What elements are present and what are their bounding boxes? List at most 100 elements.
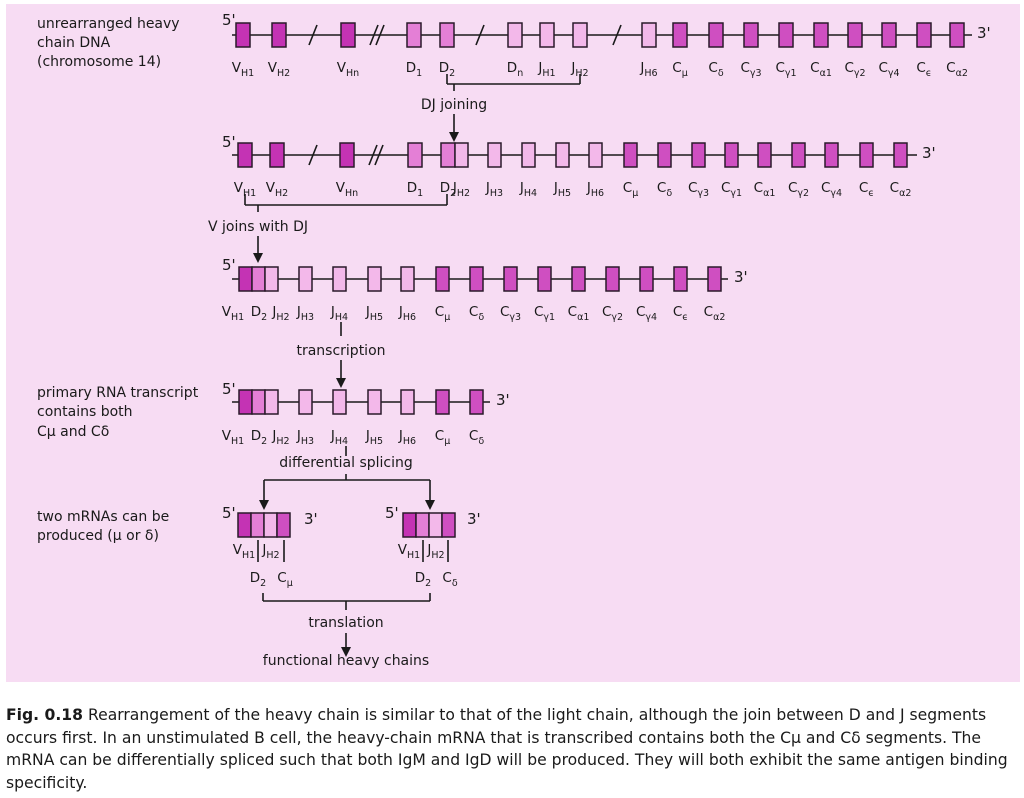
label-row4-j: JH2 <box>271 428 289 447</box>
step-label-functional-heavy-chains: functional heavy chains <box>263 653 429 669</box>
three-prime-label: 3' <box>467 510 481 528</box>
label-row3-11: Cϵ <box>673 304 688 323</box>
segment-row1-11 <box>743 22 759 48</box>
five-prime-label: 5' <box>222 256 236 274</box>
segment-row2-4 <box>440 142 456 168</box>
label-row1-14: Cγ2 <box>844 60 865 79</box>
segment-row1-0 <box>235 22 251 48</box>
segment-row1-5 <box>507 22 523 48</box>
label-row2-8: JH5 <box>553 180 571 199</box>
label-row1-8: JH6 <box>639 60 657 79</box>
segment-row2-8 <box>555 142 570 168</box>
label-row2-10: Cμ <box>623 180 638 199</box>
gap-slash-row2-b <box>374 144 384 166</box>
segment-row2-1 <box>269 142 285 168</box>
segment-row3-6 <box>503 266 518 292</box>
segment-row1-12 <box>778 22 794 48</box>
segment-mu-c <box>276 512 291 538</box>
segment-row2-16 <box>824 142 839 168</box>
label-row2-4: D2 <box>440 180 456 199</box>
segment-row2-13 <box>724 142 739 168</box>
segment-mu-v <box>237 512 252 538</box>
label-row1-9: Cμ <box>672 60 687 79</box>
segment-row2-11 <box>657 142 672 168</box>
segment-row1-8 <box>641 22 657 48</box>
label-row2-16: Cγ4 <box>821 180 842 199</box>
three-prime-label: 3' <box>304 510 318 528</box>
segment-delta-c <box>441 512 456 538</box>
label-row2-15: Cγ2 <box>788 180 809 199</box>
label-row1-3: D1 <box>406 60 422 79</box>
segment-row4-1 <box>332 389 347 415</box>
label-row4-0: JH3 <box>296 428 314 447</box>
label-row1-7: JH2 <box>570 60 588 79</box>
label-row4-5: Cδ <box>469 428 484 447</box>
label-row1-16: Cϵ <box>916 60 931 79</box>
segment-row3-4 <box>435 266 450 292</box>
segment-row3-3 <box>400 266 415 292</box>
label-row2-9: JH6 <box>586 180 604 199</box>
segment-row2-17 <box>859 142 874 168</box>
diagram-panel <box>6 4 1020 682</box>
label-row2-14: Cα1 <box>754 180 776 199</box>
stage-label-unrearranged-2: chain DNA <box>37 35 111 51</box>
segment-row4-2 <box>367 389 382 415</box>
label-row1-1: VH2 <box>268 60 290 79</box>
segment-row3-12 <box>707 266 722 292</box>
segment-row3-v <box>238 266 253 292</box>
label-row3-9: Cγ2 <box>602 304 623 323</box>
label-row1-11: Cγ3 <box>740 60 761 79</box>
segment-row4-3 <box>400 389 415 415</box>
segment-row3-1 <box>332 266 347 292</box>
segment-row1-14 <box>847 22 863 48</box>
segment-row2-15 <box>791 142 806 168</box>
label-row1-17: Cα2 <box>946 60 968 79</box>
label-row3-2: JH5 <box>365 304 383 323</box>
label-row3-d: D2 <box>251 304 267 323</box>
label-row2-17: Cϵ <box>859 180 874 199</box>
segment-row1-9 <box>672 22 688 48</box>
stage-label-primary-2: contains both <box>37 404 133 420</box>
segment-row2-14 <box>757 142 772 168</box>
stage-label-primary-3: Cμ and Cδ <box>37 424 109 440</box>
label-row1-13: Cα1 <box>810 60 832 79</box>
step-label-translation: translation <box>308 615 383 631</box>
figure-caption: Fig. 0.18 Rearrangement of the heavy cha… <box>6 704 1018 794</box>
label-row2-6: JH3 <box>485 180 503 199</box>
segment-row1-13 <box>813 22 829 48</box>
gap-slash-row1-b <box>369 24 379 46</box>
label-row3-v: VH1 <box>222 304 244 323</box>
three-prime-label: 3' <box>496 391 510 409</box>
five-prime-label: 5' <box>222 380 236 398</box>
label-row4-1: JH4 <box>330 428 348 447</box>
label-row1-12: Cγ1 <box>775 60 796 79</box>
segment-row4-0 <box>298 389 313 415</box>
label-row2-1: VH2 <box>266 180 288 199</box>
segment-row3-2 <box>367 266 382 292</box>
label-row3-j: JH2 <box>271 304 289 323</box>
step-label-transcription: transcription <box>296 343 385 359</box>
segment-row2-6 <box>487 142 502 168</box>
caption-text: Rearrangement of the heavy chain is simi… <box>6 706 1008 792</box>
label-row3-3: JH6 <box>398 304 416 323</box>
label-row4-d: D2 <box>251 428 267 447</box>
segment-row2-5 <box>454 142 469 168</box>
segment-row1-1 <box>271 22 287 48</box>
label-delta-c: Cδ <box>442 570 457 589</box>
segment-row2-3 <box>407 142 423 168</box>
label-row3-1: JH4 <box>330 304 348 323</box>
label-row3-8: Cα1 <box>568 304 590 323</box>
label-row2-0: VH1 <box>234 180 256 199</box>
stage-label-unrearranged-3: (chromosome 14) <box>37 54 161 70</box>
five-prime-label: 5' <box>385 504 399 522</box>
label-row3-12: Cα2 <box>704 304 726 323</box>
segment-row3-11 <box>673 266 688 292</box>
segment-row3-9 <box>605 266 620 292</box>
label-mu-v: VH1 <box>233 542 255 561</box>
label-mu-d: D2 <box>250 570 266 589</box>
step-label-dj-joining: DJ joining <box>421 97 487 113</box>
label-row3-10: Cγ4 <box>636 304 657 323</box>
label-row3-7: Cγ1 <box>534 304 555 323</box>
label-delta-v: VH1 <box>398 542 420 561</box>
segment-row2-12 <box>691 142 706 168</box>
